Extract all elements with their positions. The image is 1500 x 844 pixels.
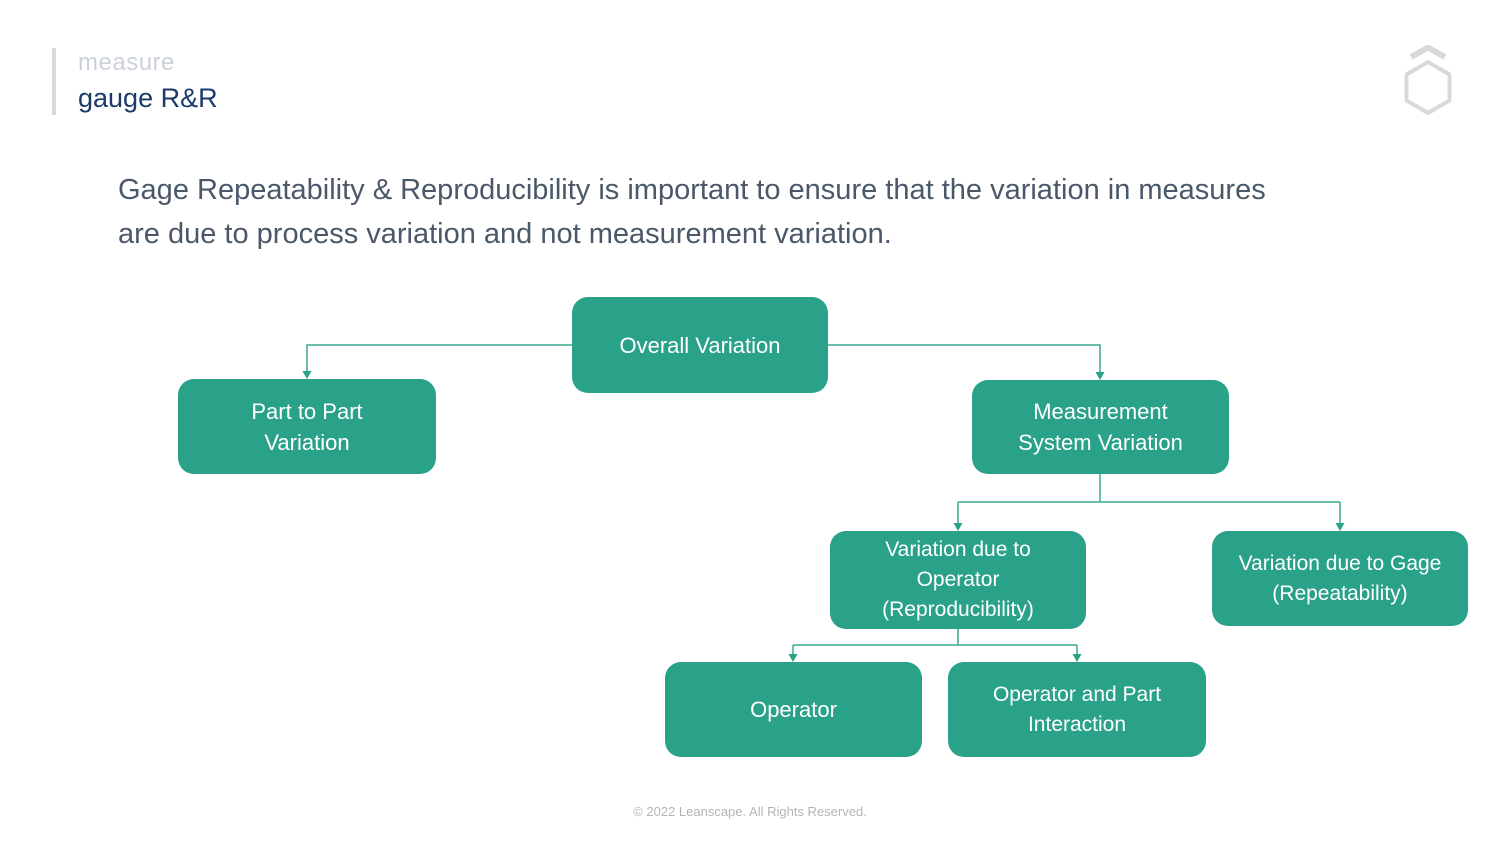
node-operator-and-part-interaction: Operator and Part Interaction bbox=[948, 662, 1206, 757]
node-part-to-part-variation: Part to Part Variation bbox=[178, 379, 436, 474]
logo-hexagon-icon bbox=[1404, 60, 1452, 115]
page-title: gauge R&R bbox=[78, 83, 218, 113]
node-operator: Operator bbox=[665, 662, 922, 757]
header: measure gauge R&R bbox=[52, 48, 218, 115]
node-variation-due-to-operator-reproducibility: Variation due to Operator (Reproducibili… bbox=[830, 531, 1086, 629]
intro-paragraph: Gage Repeatability & Reproducibility is … bbox=[118, 174, 1266, 250]
copyright-footer: © 2022 Leanscape. All Rights Reserved. bbox=[633, 804, 867, 819]
header-accent-bar bbox=[52, 48, 56, 115]
header-text: measure gauge R&R bbox=[78, 48, 218, 115]
node-variation-due-to-gage-repeatability: Variation due to Gage (Repeatability) bbox=[1212, 531, 1468, 626]
node-overall-variation: Overall Variation bbox=[572, 297, 828, 393]
node-measurement-system-variation: Measurement System Variation bbox=[972, 380, 1229, 474]
leanscape-hexagon-logo bbox=[1404, 45, 1452, 115]
section-eyebrow: measure bbox=[78, 49, 175, 76]
logo-chevron-icon bbox=[1409, 45, 1447, 60]
